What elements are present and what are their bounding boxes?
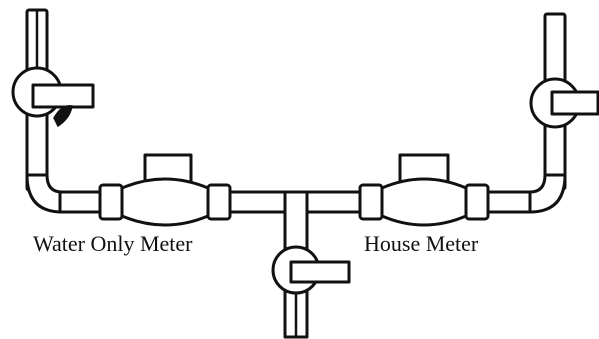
coupling-right-inlet bbox=[358, 183, 384, 221]
house-meter-label: House Meter bbox=[364, 231, 479, 256]
valve-handle-tip bbox=[53, 105, 73, 128]
coupling-right-outlet bbox=[464, 183, 490, 221]
coupling-left-outlet bbox=[206, 183, 232, 221]
right-shutoff-valve bbox=[529, 77, 599, 129]
water-only-meter bbox=[120, 153, 210, 227]
left-shutoff-valve bbox=[11, 66, 95, 128]
bottom-shutoff-valve bbox=[271, 245, 351, 295]
coupling-left-inlet bbox=[98, 183, 124, 221]
water-only-meter-label: Water Only Meter bbox=[33, 231, 193, 256]
house-meter bbox=[380, 153, 468, 227]
